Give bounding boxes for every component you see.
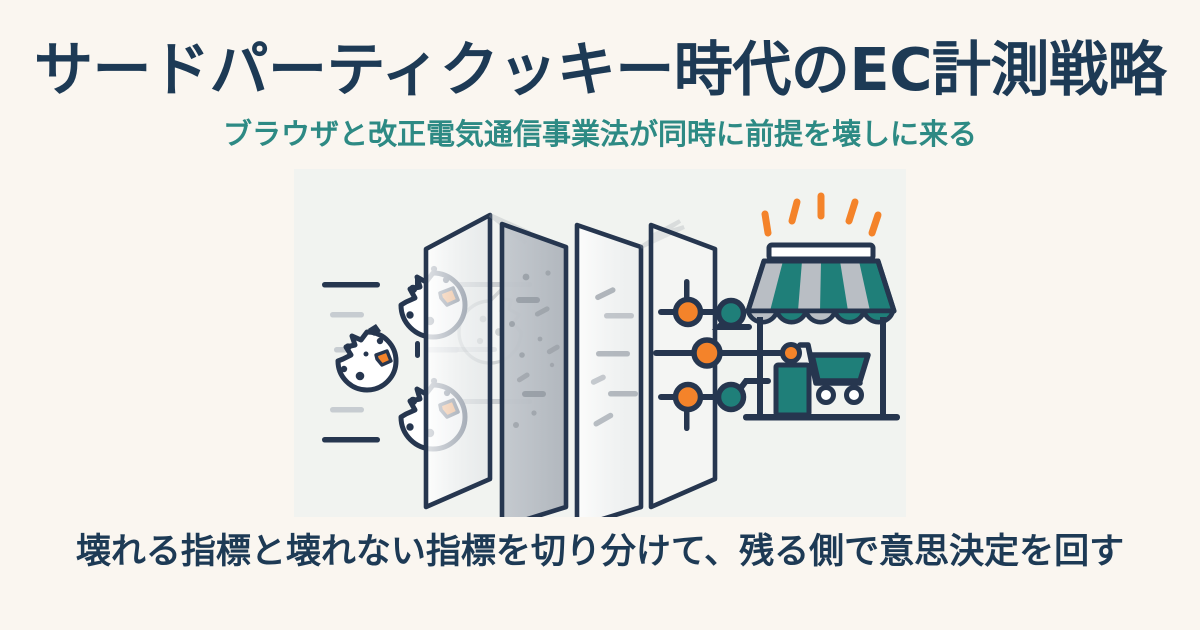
awning-scallops bbox=[745, 308, 896, 325]
broken-cookie-left bbox=[335, 324, 399, 393]
glass-panel-2 bbox=[499, 221, 569, 518]
shopping-cart bbox=[797, 342, 871, 406]
node-row-middle bbox=[653, 337, 802, 369]
awning-stripes bbox=[748, 261, 870, 312]
shine-rays bbox=[761, 192, 882, 237]
cookie-barrier-to-storefront-illustration bbox=[294, 169, 906, 518]
caption-block: 壊れる指標と壊れない指標を切り分けて、残る側で意思決定を回す bbox=[0, 532, 1200, 573]
glass-panel-4 bbox=[648, 222, 718, 510]
title-block: サードパーティクッキー時代のEC計測戦略 ブラウザと改正電気通信事業法が同時に前… bbox=[0, 38, 1200, 151]
glass-panel-3 bbox=[574, 222, 644, 518]
storefront bbox=[743, 192, 900, 421]
page-subtitle: ブラウザと改正電気通信事業法が同時に前提を壊しに来る bbox=[222, 116, 977, 151]
panel-3-streaks bbox=[590, 287, 638, 427]
page-title: サードパーティクッキー時代のEC計測戦略 bbox=[33, 35, 1167, 104]
illustration-panel bbox=[294, 169, 906, 518]
glass-panel-1 bbox=[423, 212, 493, 510]
node-row-bottom bbox=[658, 378, 771, 413]
panel-2-speckles bbox=[509, 270, 560, 429]
node-rows bbox=[653, 279, 802, 432]
footer-caption: 壊れる指標と壊れない指標を切り分けて、残る側で意思決定を回す bbox=[75, 532, 1125, 573]
